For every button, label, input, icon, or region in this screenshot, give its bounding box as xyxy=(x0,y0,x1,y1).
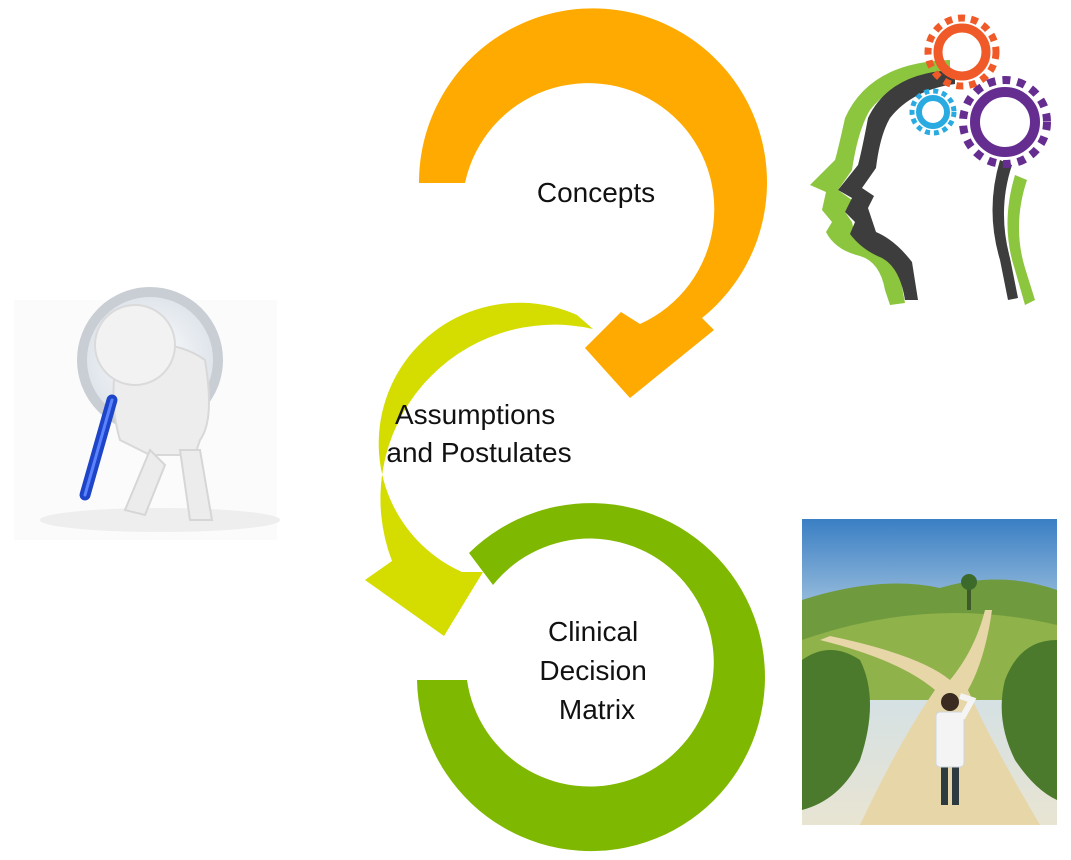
step-1-label: Concepts xyxy=(537,177,655,208)
head-with-gears-icon xyxy=(810,14,1051,305)
person-with-magnifying-glass-icon xyxy=(14,287,280,540)
arrow-step-2 xyxy=(365,302,593,636)
crossroads-painting-icon xyxy=(802,519,1057,825)
arrow-step-3 xyxy=(417,503,765,852)
arrow-3-ring xyxy=(417,503,765,852)
arrow-step-1 xyxy=(418,8,767,399)
step-3-label: Clinical Decision Matrix xyxy=(539,616,654,725)
arrow-2-ring xyxy=(365,302,593,636)
step-2-label: Assumptions and Postulates xyxy=(386,399,571,468)
arrow-1-ring xyxy=(418,8,767,399)
